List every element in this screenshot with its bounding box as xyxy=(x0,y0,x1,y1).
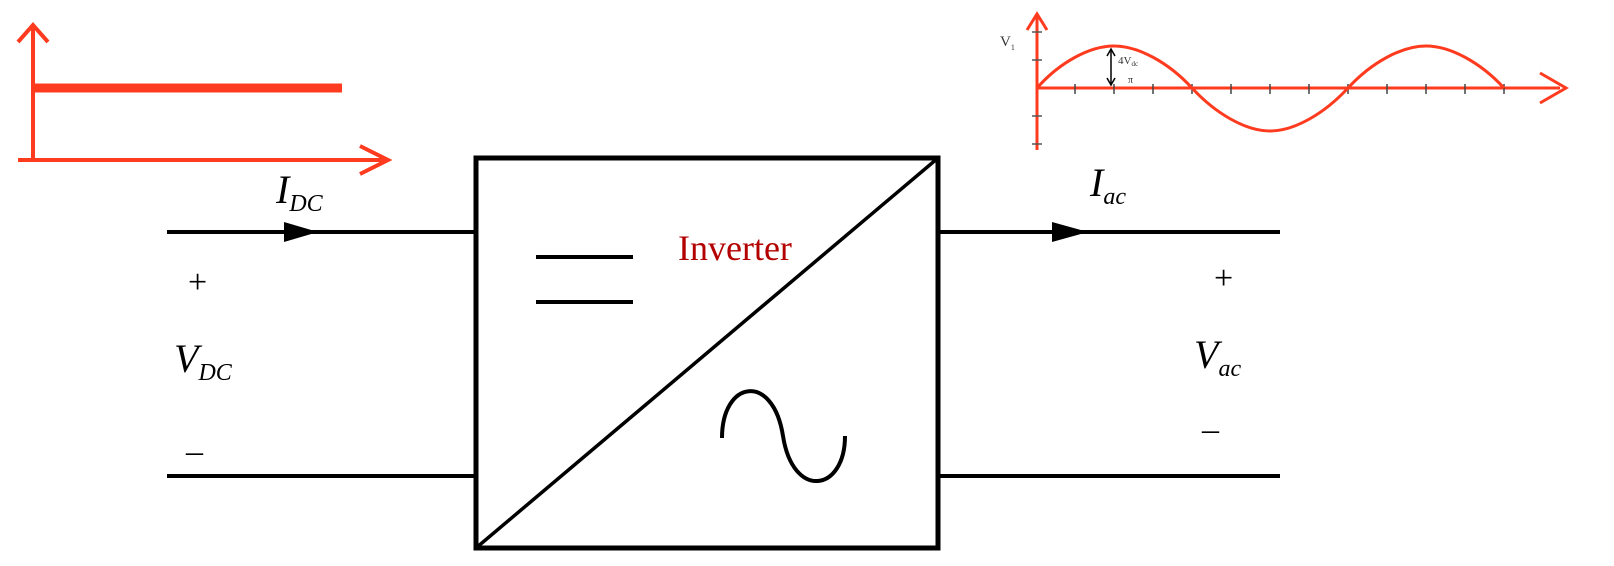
ac-minus-sign: – xyxy=(1201,411,1220,448)
dc-current-arrow-icon xyxy=(284,222,318,242)
dc-bars-icon xyxy=(536,255,633,304)
axis-mark-pi: π xyxy=(1128,75,1133,86)
amplitude-marker-top-head xyxy=(1106,47,1116,57)
sine-wave-icon xyxy=(720,389,847,483)
amplitude-marker-bottom-head xyxy=(1106,77,1116,87)
ac-voltage-label: Vac xyxy=(1194,332,1241,382)
inverter-block: Inverter xyxy=(473,155,941,551)
inverter-diagonal xyxy=(474,156,940,550)
dc-plot-y-arrowhead xyxy=(16,21,50,44)
ac-plot-y-label: V1 xyxy=(1000,34,1015,52)
dc-plus-sign: + xyxy=(188,264,207,301)
amplitude-label: 4Vdc xyxy=(1118,55,1138,68)
ac-plot-x-arrowhead xyxy=(1539,71,1570,105)
ac-waveform-plot: V1 4Vdc π xyxy=(1000,11,1570,150)
ac-current-label: Iac xyxy=(1089,160,1126,210)
inverter-label: Inverter xyxy=(678,228,792,268)
ac-plus-sign: + xyxy=(1214,260,1233,297)
ac-plot-y-ticks xyxy=(1032,31,1042,145)
dc-plot-x-arrowhead xyxy=(359,144,393,176)
ac-plot-y-arrowhead xyxy=(1025,11,1049,31)
dc-waveform-plot xyxy=(16,21,393,176)
dc-minus-sign: – xyxy=(185,433,204,470)
dc-current-label: IDC xyxy=(275,167,324,217)
ac-current-arrow-icon xyxy=(1052,222,1088,242)
ac-sine-curve xyxy=(1035,44,1506,133)
dc-voltage-label: VDC xyxy=(174,336,233,386)
